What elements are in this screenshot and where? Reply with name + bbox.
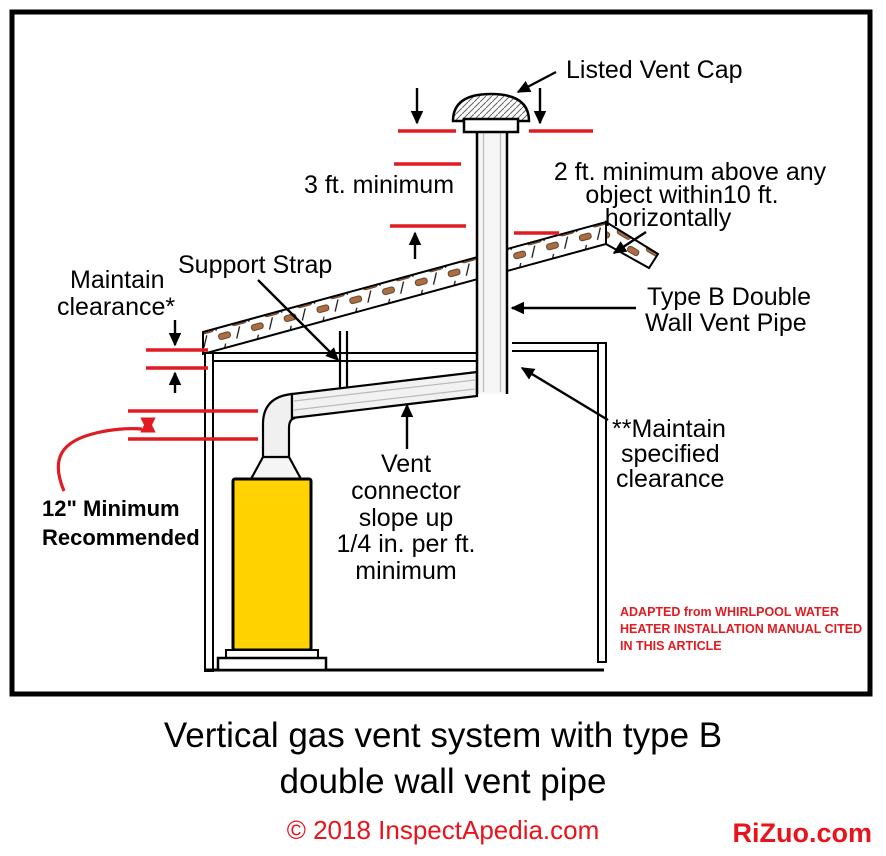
label-specified-line2: specified (621, 440, 720, 468)
label-connector-line3: slope up (359, 504, 454, 532)
right-wall (597, 342, 607, 663)
label-connector-line5: minimum (355, 557, 456, 585)
label-type-b-line1: Type B Double (647, 283, 811, 311)
connector-seam (293, 379, 476, 402)
label-adapted-line2: HEATER INSTALLATION MANUAL CITED (620, 622, 862, 636)
label-connector-line4: 1/4 in. per ft. (337, 530, 476, 558)
figure-caption: Vertical gas vent system with type B dou… (0, 713, 886, 805)
water-heater-tank (231, 477, 313, 652)
connector-pipe (290, 370, 479, 420)
vent-cap-collar (462, 117, 520, 134)
water-heater-base (216, 656, 328, 672)
connector-seam (293, 388, 476, 411)
left-wall (204, 352, 214, 672)
label-two-ft-line3: horizontally (605, 204, 732, 232)
copyright-text: © 2018 InspectApedia.com (286, 815, 600, 845)
annotation-arrows (168, 70, 647, 449)
support-strap-leader-arrow (257, 279, 340, 362)
label-support-strap: Support Strap (178, 251, 332, 279)
water-heater (216, 477, 328, 672)
vent-cap (451, 92, 531, 134)
caption-line1: Vertical gas vent system with type B (163, 716, 723, 755)
support-strap (338, 331, 349, 388)
label-twelve-line1: 12" Minimum (42, 496, 180, 521)
footer: © 2018 InspectApedia.com RiZuo.com (0, 815, 886, 856)
label-specified-line1: **Maintain (612, 415, 726, 443)
diagram-labels: Listed Vent Cap 3 ft. minimum 2 ft. mini… (42, 56, 862, 653)
roof-right-slope (605, 220, 660, 270)
label-specified-line3: clearance (616, 465, 724, 493)
label-adapted-line1: ADAPTED from WHIRLPOOL WATER (620, 605, 839, 619)
label-adapted-line3: IN THIS ARTICLE (620, 639, 722, 653)
vent-cap-leader-arrow (516, 70, 557, 94)
label-maintain-line1: Maintain (70, 266, 165, 294)
specified-clearance-leader-arrow (520, 366, 609, 422)
label-listed-vent-cap: Listed Vent Cap (566, 56, 743, 84)
label-type-b-line2: Wall Vent Pipe (645, 309, 807, 337)
two-ft-leader-arrow (612, 230, 647, 255)
vent-cap-dome (451, 92, 531, 123)
vent-connector (249, 370, 479, 481)
vent-pipe-body (475, 124, 509, 394)
twelve-inch-leader-curve (56, 427, 143, 492)
label-maintain-line2: clearance* (57, 293, 175, 321)
label-connector-line1: Vent (381, 450, 431, 478)
type-b-vent-pipe (475, 124, 509, 394)
label-connector-line2: connector (351, 477, 461, 505)
label-two-ft-line1: 2 ft. minimum above any (554, 158, 827, 186)
vent-system-diagram: Listed Vent Cap 3 ft. minimum 2 ft. mini… (9, 9, 873, 697)
label-two-ft-line2: object within10 ft. (585, 181, 778, 209)
label-twelve-line2: Recommended (42, 525, 200, 550)
house-structure (204, 342, 607, 672)
measurement-marks (56, 129, 593, 492)
caption-line2: double wall vent pipe (279, 762, 607, 801)
brand-watermark: RiZuo.com (732, 818, 873, 848)
label-three-ft-minimum: 3 ft. minimum (304, 171, 454, 199)
